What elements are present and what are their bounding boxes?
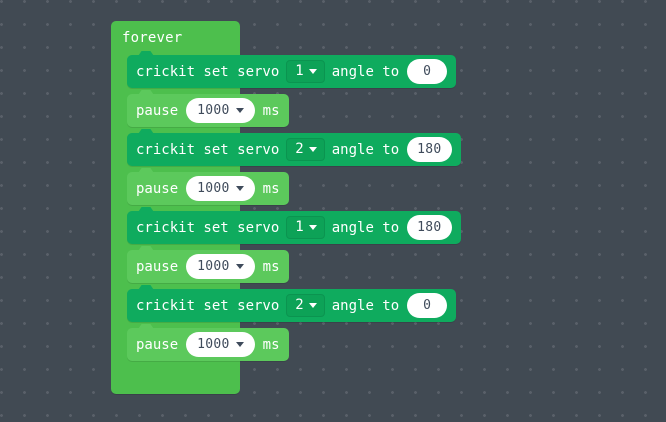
block-label-pause: pause	[136, 102, 179, 119]
block-label-prefix: crickit set servo	[136, 219, 280, 236]
block-crickit-set-servo[interactable]: crickit set servo 2 angle to 180	[127, 133, 461, 166]
chevron-down-icon	[308, 225, 317, 230]
block-label-angle-to: angle to	[331, 141, 400, 158]
servo-number-dropdown[interactable]: 1	[286, 60, 325, 83]
block-crickit-set-servo[interactable]: crickit set servo 2 angle to 0	[127, 289, 457, 322]
servo-angle-input[interactable]: 0	[407, 293, 448, 318]
block-crickit-set-servo[interactable]: crickit set servo 1 angle to 0	[127, 55, 457, 88]
servo-number-dropdown[interactable]: 1	[286, 216, 325, 239]
block-label-pause: pause	[136, 180, 179, 197]
block-pause[interactable]: pause 1000 ms	[127, 172, 289, 205]
pause-duration-dropdown[interactable]: 1000	[186, 98, 255, 123]
block-label-pause: pause	[136, 336, 179, 353]
block-label-ms: ms	[262, 336, 280, 353]
block-label-ms: ms	[262, 102, 280, 119]
forever-footer	[111, 367, 240, 394]
servo-angle-input[interactable]: 180	[407, 215, 452, 240]
servo-number-dropdown[interactable]: 2	[286, 138, 325, 161]
block-label-ms: ms	[262, 258, 280, 275]
pause-duration-dropdown[interactable]: 1000	[186, 176, 255, 201]
chevron-down-icon	[235, 186, 244, 191]
servo-number-value: 1	[295, 219, 304, 235]
forever-loop-block[interactable]: forever crickit set servo 1 angle to 0 p…	[111, 21, 461, 394]
pause-duration-value: 1000	[197, 103, 230, 118]
block-label-angle-to: angle to	[331, 297, 400, 314]
block-label-angle-to: angle to	[331, 63, 400, 80]
chevron-down-icon	[308, 69, 317, 74]
forever-header[interactable]: forever	[111, 21, 240, 55]
pause-duration-value: 1000	[197, 181, 230, 196]
pause-duration-dropdown[interactable]: 1000	[186, 254, 255, 279]
servo-number-value: 2	[295, 297, 304, 313]
block-pause[interactable]: pause 1000 ms	[127, 250, 289, 283]
chevron-down-icon	[308, 303, 317, 308]
forever-label: forever	[122, 30, 183, 46]
servo-angle-input[interactable]: 180	[407, 137, 452, 162]
block-pause[interactable]: pause 1000 ms	[127, 94, 289, 127]
chevron-down-icon	[235, 108, 244, 113]
pause-duration-value: 1000	[197, 259, 230, 274]
block-label-prefix: crickit set servo	[136, 141, 280, 158]
servo-number-dropdown[interactable]: 2	[286, 294, 325, 317]
servo-number-value: 2	[295, 141, 304, 157]
block-label-prefix: crickit set servo	[136, 297, 280, 314]
block-label-ms: ms	[262, 180, 280, 197]
forever-body: crickit set servo 1 angle to 0 pause 100…	[127, 55, 461, 361]
pause-duration-dropdown[interactable]: 1000	[186, 332, 255, 357]
chevron-down-icon	[235, 342, 244, 347]
chevron-down-icon	[235, 264, 244, 269]
block-label-angle-to: angle to	[331, 219, 400, 236]
block-label-pause: pause	[136, 258, 179, 275]
servo-number-value: 1	[295, 63, 304, 79]
servo-angle-input[interactable]: 0	[407, 59, 448, 84]
block-crickit-set-servo[interactable]: crickit set servo 1 angle to 180	[127, 211, 461, 244]
pause-duration-value: 1000	[197, 337, 230, 352]
chevron-down-icon	[308, 147, 317, 152]
block-label-prefix: crickit set servo	[136, 63, 280, 80]
block-pause[interactable]: pause 1000 ms	[127, 328, 289, 361]
